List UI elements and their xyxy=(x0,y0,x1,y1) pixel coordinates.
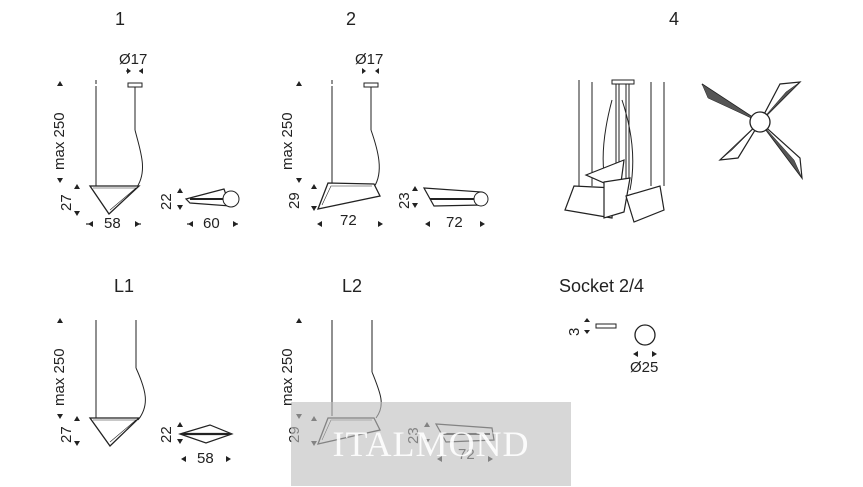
lamp-2-side-view xyxy=(422,187,489,207)
watermark-text: ITALMOND xyxy=(332,424,530,464)
group-label-4: 4 xyxy=(669,9,680,29)
group-label-l1: L1 xyxy=(114,276,135,296)
group-label-socket: Socket 2/4 xyxy=(559,276,645,296)
dim-1-diameter: Ø17 xyxy=(119,51,148,68)
lamp-2-front-view xyxy=(316,80,381,210)
lamp-l1-side-view xyxy=(178,424,234,444)
dim-2-side-height: 23 xyxy=(396,192,413,209)
dim-socket-diameter: Ø25 xyxy=(630,359,659,376)
socket-top-view xyxy=(634,324,656,346)
lamp-1-side-view xyxy=(184,188,240,208)
socket-side-view xyxy=(595,323,617,329)
group-label-1: 1 xyxy=(115,9,126,29)
dim-1-height: 27 xyxy=(58,194,75,211)
dim-socket-height: 3 xyxy=(566,327,583,336)
watermark: ITALMOND xyxy=(291,402,571,486)
dim-2-side-width: 72 xyxy=(446,214,463,231)
dim-l1-side-width: 58 xyxy=(197,450,214,467)
group-label-2: 2 xyxy=(346,9,357,29)
dim-1-side-height: 22 xyxy=(158,193,175,210)
dim-1-max-height: max 250 xyxy=(51,112,68,170)
dim-1-side-width: 60 xyxy=(203,215,220,232)
group-label-l2: L2 xyxy=(342,276,363,296)
dim-2-max-height: max 250 xyxy=(279,112,296,170)
dim-2-height: 29 xyxy=(286,192,303,209)
dim-2-width: 72 xyxy=(340,212,357,229)
lamp-4-top-view xyxy=(701,81,803,181)
lamp-l1-front-view xyxy=(88,320,146,447)
dim-l1-side-height: 22 xyxy=(158,426,175,443)
lamp-4-front-view xyxy=(564,79,665,223)
dim-1-width: 58 xyxy=(104,215,121,232)
dim-l2-max-height: max 250 xyxy=(279,348,296,406)
dim-2-diameter: Ø17 xyxy=(355,51,384,68)
dim-l1-height: 27 xyxy=(58,426,75,443)
lamp-1-front-view xyxy=(88,80,144,215)
dim-l1-max-height: max 250 xyxy=(51,348,68,406)
